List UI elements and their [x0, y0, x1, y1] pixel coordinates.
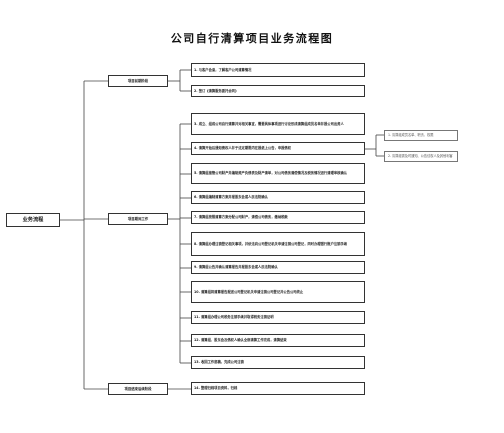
- phase-node: 项目前期阶段: [108, 75, 168, 87]
- page-title: 公司自行清算项目业务流程图: [170, 32, 334, 45]
- step-node: 12. 清算组、股东会及债权人确认全部清算工作完成，清算结束: [191, 334, 365, 347]
- step-node: 8. 清算组办理注销登记相关事项，并依法向公司登记机关申请注销公司登记，同时办理…: [191, 232, 365, 256]
- step-node: 13. 收回工作底稿，完成公司注销: [191, 356, 365, 369]
- step-node: 7. 清算组按照清算方案分配公司财产，清偿公司债务，缴纳税款: [191, 211, 365, 224]
- note-node: 1. 清算组成员名单、职责、权限: [384, 130, 458, 141]
- step-node: 5. 清算组接管公司财产并编制资产负债表及财产清单，对公司债务清偿情况及税务情况…: [191, 163, 365, 184]
- step-node: 2. 签订《清算服务委托合同》: [191, 85, 365, 97]
- step-node: 14. 整理归档项目资料，归档: [191, 382, 365, 395]
- note-node: 2. 清算组需及时通知、公告债权人及其他利害关系人: [384, 151, 458, 162]
- step-node: 6. 清算组编制清算方案并报股东会或人民法院确认: [191, 191, 365, 204]
- root-node: 业务流程: [6, 213, 60, 227]
- step-node: 11. 清算组办理公司税务注销手续并取得税务注销证明: [191, 311, 365, 324]
- step-node: 9. 清算组公告并确认清算报告并报股东会或人民法院确认: [191, 261, 365, 274]
- step-node: 4. 清算开始后通知债权人并于法定期限内在报纸上公告，申报债权: [191, 142, 365, 155]
- step-node: 1. 与客户会谈，了解客户公司清算情况: [191, 63, 365, 77]
- phase-node: 项目期间工作: [108, 213, 168, 225]
- step-node: 10. 清算组将清算报告报送公司登记机关申请注销公司登记并公告公司终止: [191, 281, 365, 303]
- step-node: 3. 成立、组成公司自行清算并对相关事宜，需要具体事项进行讨论形成清算组成员名单…: [191, 113, 365, 135]
- phase-node: 项目结束后续阶段: [108, 383, 168, 395]
